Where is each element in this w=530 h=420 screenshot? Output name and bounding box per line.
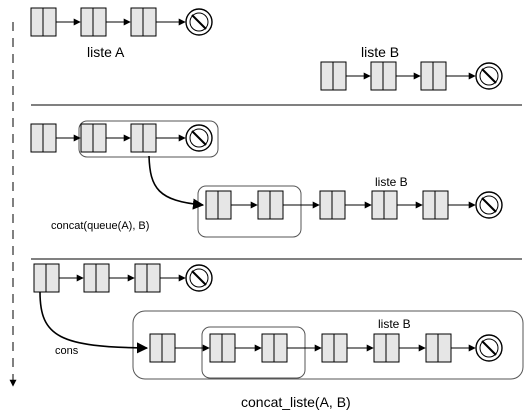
cons-curve-arrow xyxy=(39,291,149,354)
panel3-result-list-nil-icon xyxy=(475,334,503,362)
panel3-result-list-node xyxy=(209,333,236,363)
panel3-result-list-node xyxy=(373,333,400,363)
panel1-list-a-node xyxy=(80,7,107,37)
panel1-list-b-node xyxy=(320,61,347,91)
panel1-list-b-nil-icon xyxy=(475,62,503,90)
liste-b-bottom-label: liste B xyxy=(378,317,411,331)
queue-copy-group-box xyxy=(197,185,302,238)
panel2-list-a-node xyxy=(30,123,57,153)
panel2-concat-list-nil-icon xyxy=(475,191,503,219)
panel2-list-a-node xyxy=(130,123,157,153)
panel3-list-a-node xyxy=(33,263,60,293)
panel3-list-a-nil-icon xyxy=(185,264,213,292)
concat-call-label: concat(queue(A), B) xyxy=(51,220,149,232)
liste-b-middle-label: liste B xyxy=(375,175,408,189)
concat-curve-arrow xyxy=(148,155,205,210)
panel3-result-list-node xyxy=(149,333,176,363)
panel3-result-list-node xyxy=(425,333,452,363)
panel3-result-list-node xyxy=(261,333,288,363)
panel2-concat-list-node xyxy=(257,190,284,220)
panel1-list-a-node xyxy=(30,7,57,37)
panel2-list-a-nil-icon xyxy=(185,124,213,152)
inner-copy-group-box xyxy=(201,326,306,379)
panel2-concat-list-node xyxy=(422,190,449,220)
result-group-box xyxy=(132,310,524,380)
panel2-list-a-node xyxy=(80,123,107,153)
panel2-concat-list-node xyxy=(371,190,398,220)
panel2-concat-list-node xyxy=(319,190,346,220)
panel3-result-list-node xyxy=(321,333,348,363)
panel2-concat-list-node xyxy=(205,190,232,220)
cons-label: cons xyxy=(55,345,79,357)
result-title-label: concat_liste(A, B) xyxy=(241,394,351,410)
panel3-list-a-node xyxy=(134,263,161,293)
panel3-list-a-node xyxy=(83,263,110,293)
liste-b-top-label: liste B xyxy=(361,44,399,60)
panel1-list-a-nil-icon xyxy=(185,8,213,36)
panel1-list-a-node xyxy=(130,7,157,37)
liste-a-label: liste A xyxy=(87,44,125,60)
panel1-list-b-node xyxy=(420,61,447,91)
panel1-list-b-node xyxy=(370,61,397,91)
